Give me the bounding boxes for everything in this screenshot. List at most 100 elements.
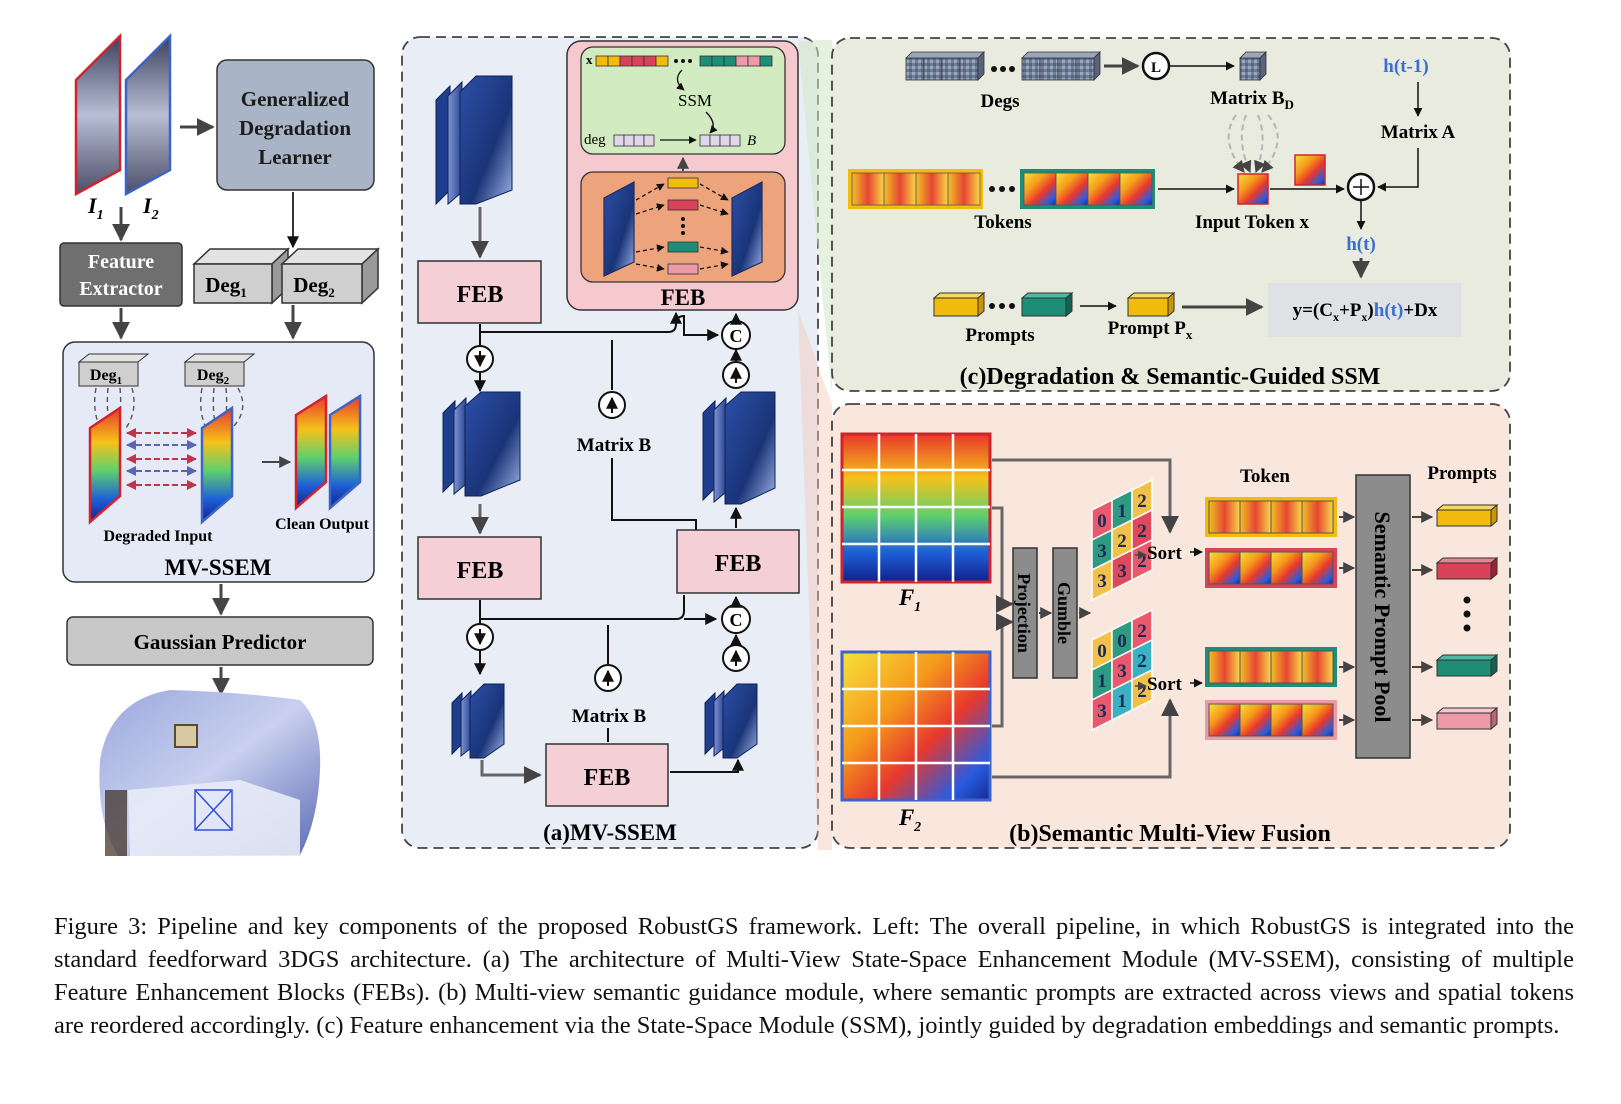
encoder-block-3 [451, 683, 505, 759]
degraded-input-map-2 [200, 405, 234, 525]
tokens-row [848, 169, 1155, 209]
deg-1-base: Deg [205, 273, 240, 297]
mvssem-deg-1-base: Deg [90, 367, 117, 384]
svg-text:I1: I1 [87, 193, 104, 223]
prompts-c-label: Prompts [965, 325, 1034, 346]
input-image-2 [124, 32, 172, 197]
prompt-cube-red [1435, 556, 1499, 581]
feb-label-4: FEB [584, 765, 631, 791]
encoder-block-1 [435, 75, 513, 206]
sort-digit: 2 [1137, 681, 1147, 702]
concat-top-label: C [730, 326, 743, 346]
gdl-line-3: Learner [258, 145, 331, 169]
degraded-input-map-1 [88, 405, 122, 525]
inset-token-row [595, 55, 773, 67]
sort-digit: 1 [1117, 691, 1127, 712]
concat-bottom-label: C [730, 610, 743, 630]
token-row-yellow [1205, 497, 1337, 537]
degraded-input-label: Degraded Input [104, 528, 214, 545]
gdl-line-1: Generalized [241, 87, 350, 111]
figure-caption: Figure 3: Pipeline and key components of… [54, 913, 1574, 1039]
linear-label: L [1151, 60, 1161, 76]
input-sub-2: 2 [151, 208, 159, 223]
output-equation: y=(Cx+Px)h(t)+Dx [1293, 300, 1438, 324]
token-label: Token [1240, 466, 1290, 487]
clean-output-label: Clean Output [275, 516, 369, 533]
input-label-2: I [142, 193, 153, 218]
output-equation-box [1268, 283, 1461, 337]
gumble-box [1052, 547, 1078, 679]
sort-digit: 0 [1097, 641, 1107, 662]
sort-digit: 0 [1097, 511, 1107, 532]
input-token-x-cube [1237, 173, 1269, 205]
matrix-a-label: Matrix A [1381, 122, 1456, 143]
prompt-ellipsis-dot-2 [1463, 610, 1471, 618]
f1-sub: 1 [914, 600, 921, 615]
token-row-pink [1205, 700, 1337, 740]
input-token-label: Input Token x [1195, 212, 1310, 233]
svg-text:I2: I2 [142, 193, 159, 223]
svg-text:Prompt Px: Prompt Px [1108, 318, 1193, 342]
sort-digit: 3 [1117, 561, 1127, 582]
feature-extractor-box [59, 242, 183, 307]
feb-box-4 [545, 743, 669, 807]
gdl-line-2: Degradation [239, 116, 351, 140]
prompt-px-label: Prompt P [1108, 318, 1187, 339]
mvssem-deg-2: Deg2 [183, 353, 256, 387]
sort-digit: 2 [1137, 491, 1147, 512]
feb-box-1 [417, 260, 542, 324]
left-pipeline: I1 I2 Generalized Degradation Learner Fe… [59, 32, 380, 856]
svg-text:Deg1: Deg1 [205, 273, 247, 300]
sort-digit: 2 [1137, 621, 1147, 642]
token-row-teal [1205, 647, 1337, 687]
deg-2-sub: 2 [328, 285, 335, 300]
h-prev-label: h(t-1) [1383, 56, 1428, 77]
projection-label: Projection [1014, 573, 1034, 653]
feb-label-3: FEB [715, 551, 762, 577]
inset-feb-label: FEB [661, 285, 706, 310]
prompt-ellipsis-dot-1 [1463, 596, 1471, 604]
f1-label: F [898, 585, 914, 610]
deg-1-sub: 1 [240, 285, 247, 300]
svg-text:Matrix BD: Matrix BD [1210, 88, 1294, 112]
sort-digit: 3 [1097, 701, 1107, 722]
prompt-px-sub: x [1186, 327, 1193, 342]
prompt-px-cube [1126, 291, 1176, 318]
svg-text:F1: F1 [898, 585, 921, 615]
matrix-bd-sub: D [1285, 97, 1294, 112]
gaussian-predictor-label: Gaussian Predictor [134, 630, 307, 654]
sort-digit: 2 [1137, 521, 1147, 542]
mvssem-title: MV-SSEM [165, 555, 272, 580]
sort-digit: 2 [1137, 551, 1147, 572]
sort-cell [1131, 538, 1153, 582]
svg-text:Deg2: Deg2 [293, 273, 335, 300]
clean-output-map-1 [294, 393, 328, 511]
matrix-b-label-bottom: Matrix B [572, 706, 647, 727]
input-sub-1: 1 [97, 208, 104, 223]
prompt-cube-teal [1435, 653, 1499, 678]
semantic-prompt-pool-box [1355, 474, 1411, 759]
prompt-cube-pink [1435, 706, 1499, 731]
input-label-1: I [87, 193, 98, 218]
mvssem-deg-1: Deg1 [77, 353, 150, 387]
semantic-prompt-pool-label: Semantic Prompt Pool [1370, 511, 1395, 722]
svg-text:Deg1: Deg1 [90, 367, 122, 387]
rendered-scene [99, 690, 321, 856]
mvssem-deg-2-sub: 2 [224, 375, 230, 387]
f2-label: F [898, 805, 914, 830]
sort-label-1: Sort [1147, 543, 1183, 564]
inset-deg-row [613, 134, 741, 147]
deg-box-1: Deg1 [192, 247, 290, 305]
matrix-bd-cube [1239, 51, 1267, 81]
gumble-label: Gumble [1054, 582, 1074, 644]
decoder-block-1 [702, 391, 776, 505]
f2-sub: 2 [913, 820, 921, 835]
feb-label-1: FEB [457, 282, 504, 308]
sort-digit: 1 [1117, 501, 1127, 522]
gaussian-predictor-box [66, 616, 374, 666]
f2-feature-map [840, 650, 992, 802]
encoder-block-2 [442, 391, 521, 497]
svg-text:Deg2: Deg2 [197, 367, 230, 387]
